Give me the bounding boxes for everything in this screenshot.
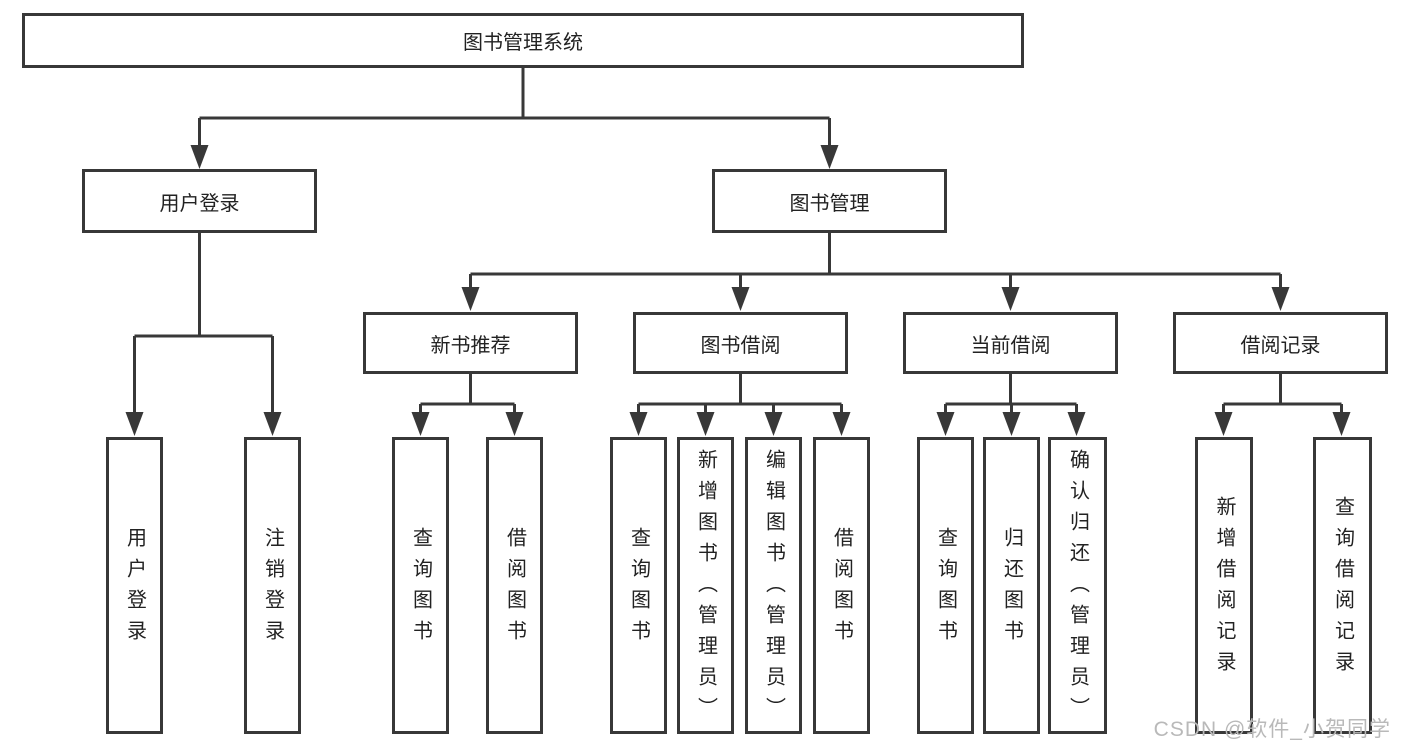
node-leaf-borrow-books-borrowing: 借阅图书 bbox=[813, 437, 870, 734]
node-leaf-query-books-current: 查询图书 bbox=[917, 437, 974, 734]
connector-lines bbox=[133, 68, 1343, 417]
node-leaf-add-borrow-record: 新增借阅记录 bbox=[1195, 437, 1253, 734]
node-leaf-query-books-borrowing: 查询图书 bbox=[610, 437, 667, 734]
node-borrowing-records: 借阅记录 bbox=[1173, 312, 1388, 374]
node-leaf-query-books-recommend: 查询图书 bbox=[392, 437, 449, 734]
node-new-book-recommend: 新书推荐 bbox=[363, 312, 578, 374]
node-leaf-query-borrow-record: 查询借阅记录 bbox=[1313, 437, 1372, 734]
node-leaf-logout: 注销登录 bbox=[244, 437, 301, 734]
node-leaf-return-books: 归还图书 bbox=[983, 437, 1040, 734]
node-user-login-module: 用户登录 bbox=[82, 169, 317, 233]
node-system-root: 图书管理系统 bbox=[22, 13, 1024, 68]
csdn-watermark: CSDN @软件_小贺同学 bbox=[1153, 718, 1391, 741]
node-book-management-module: 图书管理 bbox=[712, 169, 947, 233]
node-leaf-user-login: 用户登录 bbox=[106, 437, 163, 734]
node-leaf-edit-book-admin: 编辑图书（管理员） bbox=[745, 437, 802, 734]
node-leaf-borrow-books-recommend: 借阅图书 bbox=[486, 437, 543, 734]
node-current-borrowing: 当前借阅 bbox=[903, 312, 1118, 374]
node-leaf-confirm-return-admin: 确认归还（管理员） bbox=[1048, 437, 1107, 734]
node-leaf-add-book-admin: 新增图书（管理员） bbox=[677, 437, 734, 734]
node-book-borrowing: 图书借阅 bbox=[633, 312, 848, 374]
